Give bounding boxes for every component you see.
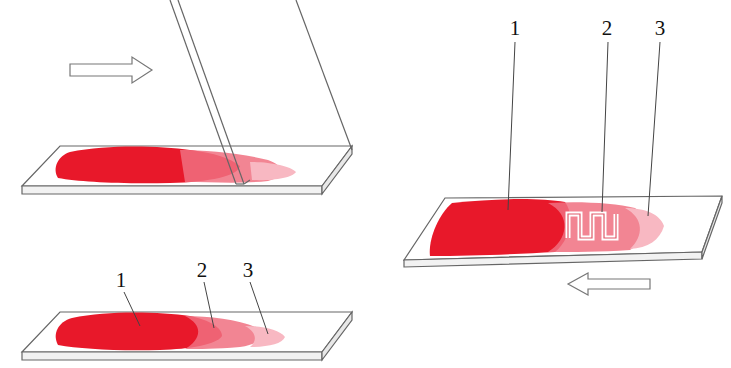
smear-panel — [22, 282, 352, 360]
callout-number: 1 — [114, 270, 129, 291]
callout-number: 3 — [241, 260, 256, 281]
callout-number: 3 — [653, 18, 668, 39]
callout-number: 2 — [600, 18, 615, 39]
callout-number: 2 — [195, 260, 210, 281]
examination-panel — [404, 42, 722, 295]
callout-number: 1 — [508, 18, 523, 39]
spreading-panel — [22, 0, 352, 194]
